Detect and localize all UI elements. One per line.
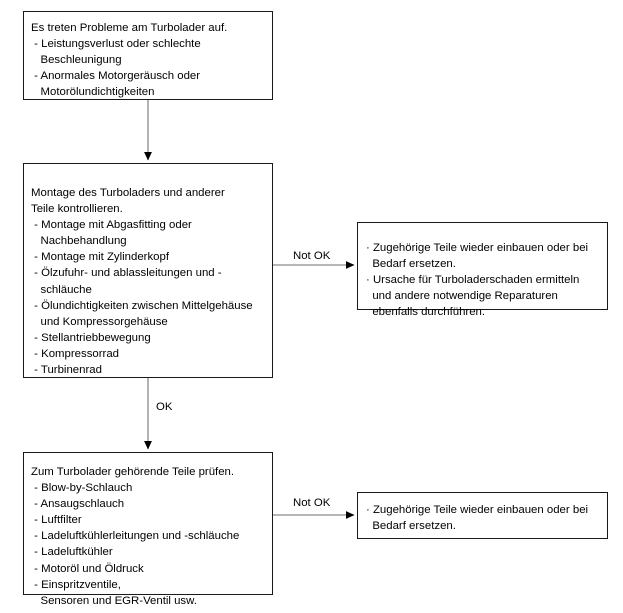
node-inspect-mounting-text: Montage des Turboladers und anderer Teil… bbox=[31, 187, 253, 377]
node-inspect-parts-text: Zum Turbolader gehörende Teile prüfen. -… bbox=[31, 466, 240, 607]
node-action-parts: · Zugehörige Teile wieder einbauen oder … bbox=[357, 492, 608, 539]
node-action-mounting: · Zugehörige Teile wieder einbauen oder … bbox=[357, 222, 608, 318]
node-action-parts-text: · Zugehörige Teile wieder einbauen oder … bbox=[366, 504, 589, 533]
node-action-mounting-text: · Zugehörige Teile wieder einbauen oder … bbox=[366, 242, 589, 319]
edge-label-ok-mounting: OK bbox=[156, 401, 173, 413]
edge-label-not-ok-parts: Not OK bbox=[293, 497, 331, 509]
node-inspect-mounting: Montage des Turboladers und anderer Teil… bbox=[23, 163, 273, 378]
node-symptom-text: Es treten Probleme am Turbolader auf. - … bbox=[31, 22, 228, 99]
node-symptom: Es treten Probleme am Turbolader auf. - … bbox=[23, 11, 273, 100]
edge-label-not-ok-mounting: Not OK bbox=[293, 250, 331, 262]
node-inspect-parts: Zum Turbolader gehörende Teile prüfen. -… bbox=[23, 452, 273, 607]
